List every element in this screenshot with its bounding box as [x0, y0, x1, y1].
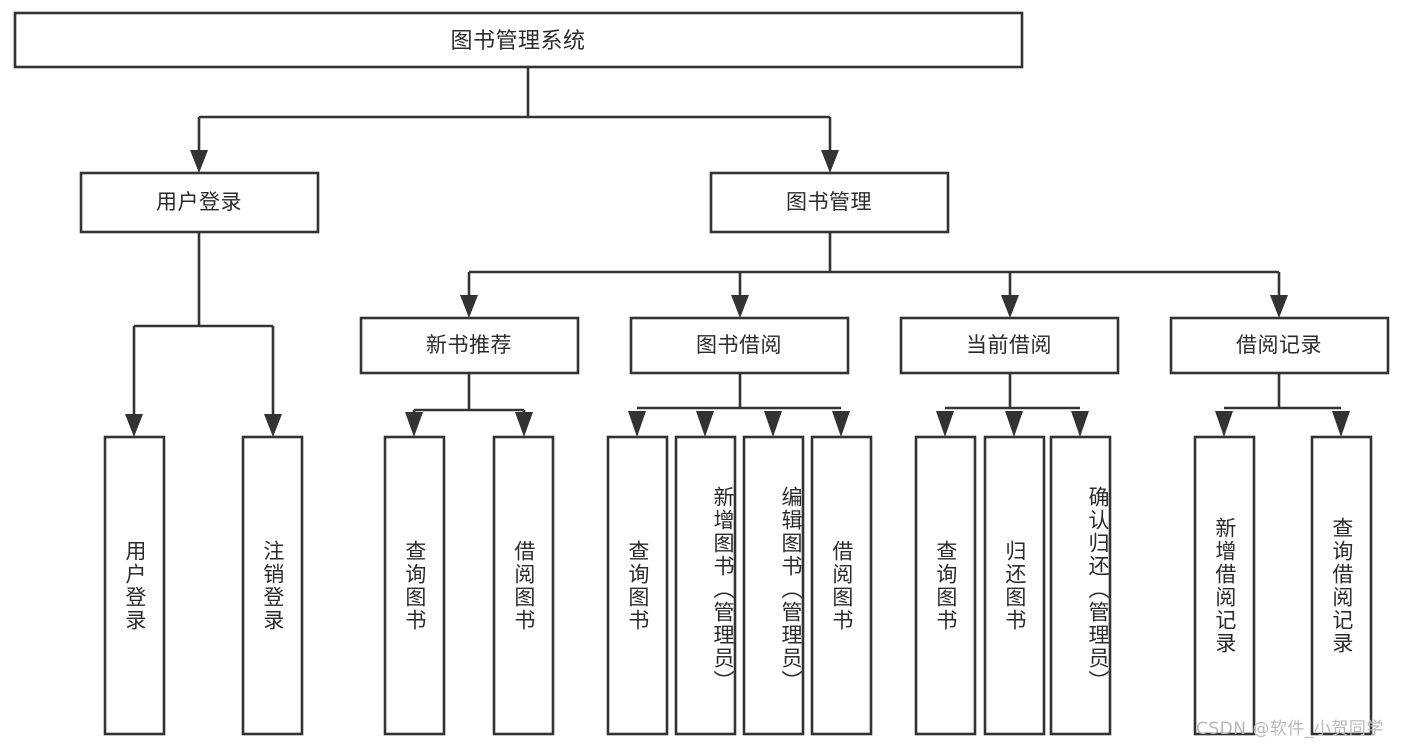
leaf-box-book-borrow-4[interactable]: [810, 435, 873, 736]
leaf-box-user-login-1[interactable]: [103, 435, 166, 736]
leaf-boxes-layer: [103, 435, 1373, 736]
arrow-user-login-leaf-1: [125, 414, 143, 437]
node-book-management[interactable]: 图书管理: [709, 171, 950, 234]
csdn-watermark: CSDN @软件_小贺同学: [1196, 719, 1384, 739]
arrow-borrow-record-leaf-2: [1332, 411, 1350, 437]
leaf-box-book-borrow-1[interactable]: [606, 435, 669, 736]
leaf-box-user-login-2[interactable]: [241, 435, 304, 736]
leaf-box-book-borrow-3[interactable]: [742, 435, 805, 736]
leaf-box-borrow-record-2[interactable]: [1310, 435, 1373, 736]
arrow-to-book-borrow: [731, 295, 749, 318]
arrow-book-borrow-leaf-4: [832, 411, 850, 437]
node-borrow-record[interactable]: 借阅记录: [1169, 316, 1390, 375]
arrow-user-login-leaf-2: [264, 414, 282, 437]
arrow-book-borrow-leaf-2: [696, 411, 714, 437]
arrow-new-book-leaf-1: [405, 412, 423, 437]
node-new-book-recommend-box[interactable]: [359, 316, 580, 375]
node-current-borrow[interactable]: 当前借阅: [899, 316, 1120, 375]
node-current-borrow-label: 当前借阅: [966, 333, 1052, 357]
node-book-management-label: 图书管理: [786, 190, 872, 214]
node-book-management-box[interactable]: [709, 171, 950, 234]
arrow-root-to-user-login: [190, 150, 208, 173]
node-book-borrow[interactable]: 图书借阅: [629, 316, 850, 375]
arrow-to-current-borrow: [1001, 295, 1019, 318]
arrow-to-borrow-record: [1270, 295, 1288, 318]
node-book-borrow-box[interactable]: [629, 316, 850, 375]
arrow-to-new-book: [460, 295, 478, 318]
node-user-login[interactable]: 用户登录: [79, 171, 320, 234]
node-user-login-box[interactable]: [79, 171, 320, 234]
leaf-box-current-borrow-3[interactable]: [1049, 435, 1112, 736]
node-root[interactable]: 图书管理系统: [13, 11, 1024, 69]
node-borrow-record-label: 借阅记录: [1236, 333, 1322, 357]
arrow-book-borrow-leaf-3: [764, 411, 782, 437]
leaf-box-new-book-1[interactable]: [383, 435, 446, 736]
arrow-new-book-leaf-2: [515, 412, 533, 437]
arrow-current-borrow-leaf-2: [1005, 411, 1023, 437]
node-current-borrow-box[interactable]: [899, 316, 1120, 375]
arrow-current-borrow-leaf-3: [1071, 411, 1089, 437]
leaf-box-new-book-2[interactable]: [492, 435, 555, 736]
node-book-borrow-label: 图书借阅: [696, 333, 782, 357]
arrow-book-borrow-leaf-1: [628, 411, 646, 437]
arrow-borrow-record-leaf-1: [1215, 411, 1233, 437]
node-user-login-label: 用户登录: [156, 190, 242, 214]
node-root-label: 图书管理系统: [450, 29, 585, 54]
connectors-layer: [125, 67, 1350, 437]
arrow-root-to-book-mgmt: [821, 150, 839, 173]
arrow-current-borrow-leaf-1: [936, 411, 954, 437]
node-new-book-recommend-label: 新书推荐: [426, 333, 512, 357]
leaf-box-borrow-record-1[interactable]: [1193, 435, 1256, 736]
leaf-box-current-borrow-2[interactable]: [983, 435, 1046, 736]
node-root-box[interactable]: [13, 11, 1024, 69]
node-borrow-record-box[interactable]: [1169, 316, 1390, 375]
leaf-box-book-borrow-2[interactable]: [674, 435, 737, 736]
leaf-box-current-borrow-1[interactable]: [914, 435, 977, 736]
node-new-book-recommend[interactable]: 新书推荐: [359, 316, 580, 375]
